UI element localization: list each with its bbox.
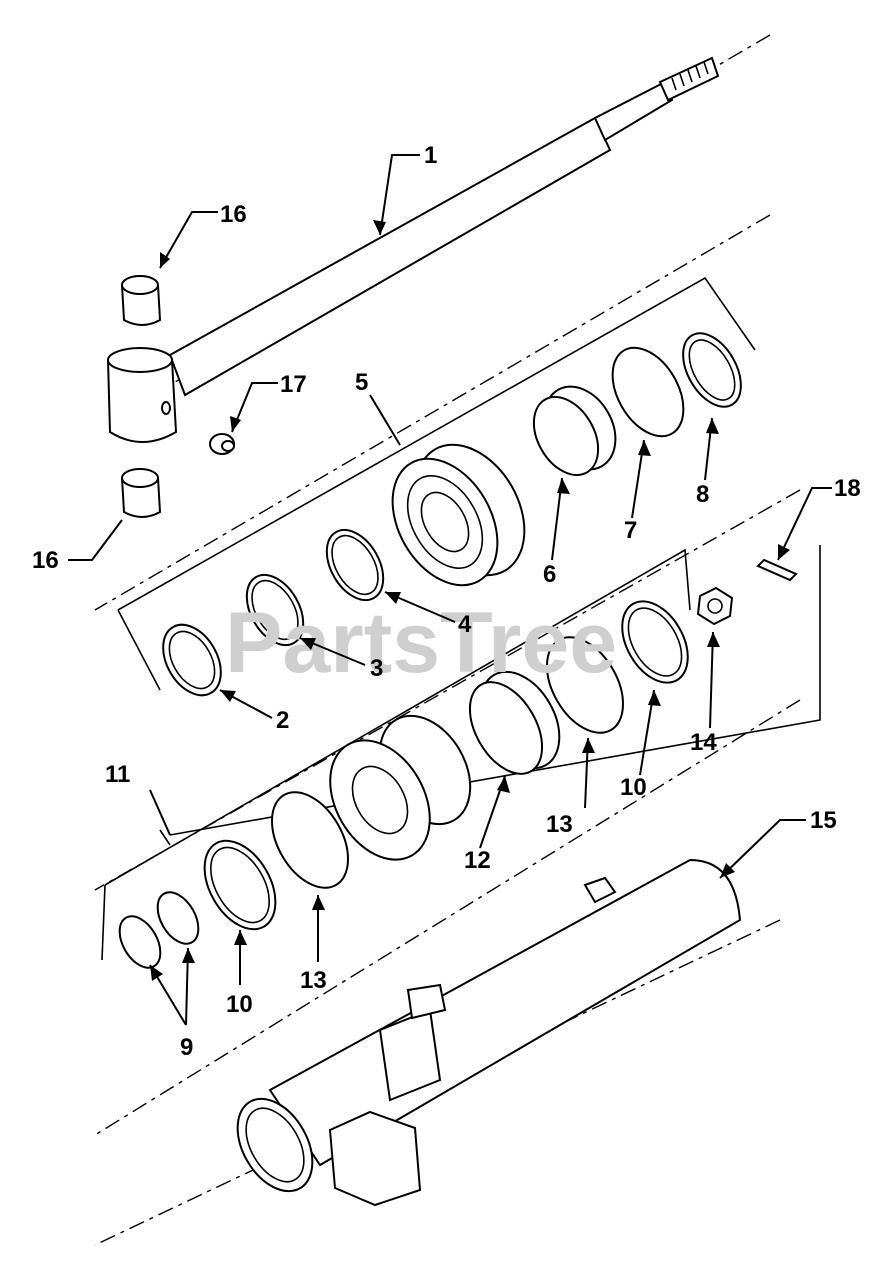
callout-labels: 1 2 3 4 5 6 7 8 9 10 10 11 12 13 13 14 1… xyxy=(32,142,861,1061)
arrowheads xyxy=(150,220,790,981)
callout-9: 9 xyxy=(180,1034,193,1061)
pin-item-18 xyxy=(756,558,798,582)
callout-7: 7 xyxy=(624,517,637,544)
callout-3: 3 xyxy=(370,655,383,682)
callout-10-left: 10 xyxy=(226,991,253,1018)
ring-item-13-left xyxy=(271,791,349,889)
callout-15: 15 xyxy=(810,807,837,834)
callout-13-right: 13 xyxy=(546,811,573,838)
callout-2: 2 xyxy=(276,707,289,734)
callout-4: 4 xyxy=(458,611,472,638)
callout-16-lower: 16 xyxy=(32,547,59,574)
callout-1: 1 xyxy=(424,142,437,169)
ring-item-3 xyxy=(245,573,305,647)
cylinder-barrel xyxy=(236,858,742,1207)
watermark: PartsTree xyxy=(225,595,617,691)
callout-11: 11 xyxy=(105,761,130,788)
callout-13-left: 13 xyxy=(300,967,327,994)
ring-item-7 xyxy=(611,346,685,438)
bushing-lower xyxy=(121,468,162,518)
piston-head-lower xyxy=(329,714,472,861)
ring-item-13-right xyxy=(546,636,624,734)
seal-kit-outline-lower xyxy=(101,545,821,961)
ring-item-4 xyxy=(325,528,385,602)
piston-head-upper xyxy=(391,443,526,587)
ring-item-9-b xyxy=(156,891,200,945)
sleeve-item-12 xyxy=(468,670,561,775)
ring-item-10-right xyxy=(621,600,689,684)
callout-10-right: 10 xyxy=(620,774,647,801)
ring-item-10-left xyxy=(203,839,277,931)
ring-item-8 xyxy=(682,332,742,408)
callout-14: 14 xyxy=(690,729,717,756)
callout-17: 17 xyxy=(280,371,307,398)
grease-fitting xyxy=(209,433,235,455)
callout-5: 5 xyxy=(355,369,368,396)
seal-kit-outline-upper xyxy=(117,276,756,691)
callout-8: 8 xyxy=(696,481,709,508)
callout-16-upper: 16 xyxy=(220,201,247,228)
ring-item-9-a xyxy=(118,915,162,969)
sleeve-item-6 xyxy=(532,385,617,476)
callout-12: 12 xyxy=(464,847,491,874)
callout-6: 6 xyxy=(543,561,556,588)
bushing-upper xyxy=(121,275,162,326)
piston-rod xyxy=(106,56,720,443)
ring-item-2 xyxy=(162,623,222,697)
callout-18: 18 xyxy=(834,475,861,502)
nut-item-14 xyxy=(696,586,734,626)
